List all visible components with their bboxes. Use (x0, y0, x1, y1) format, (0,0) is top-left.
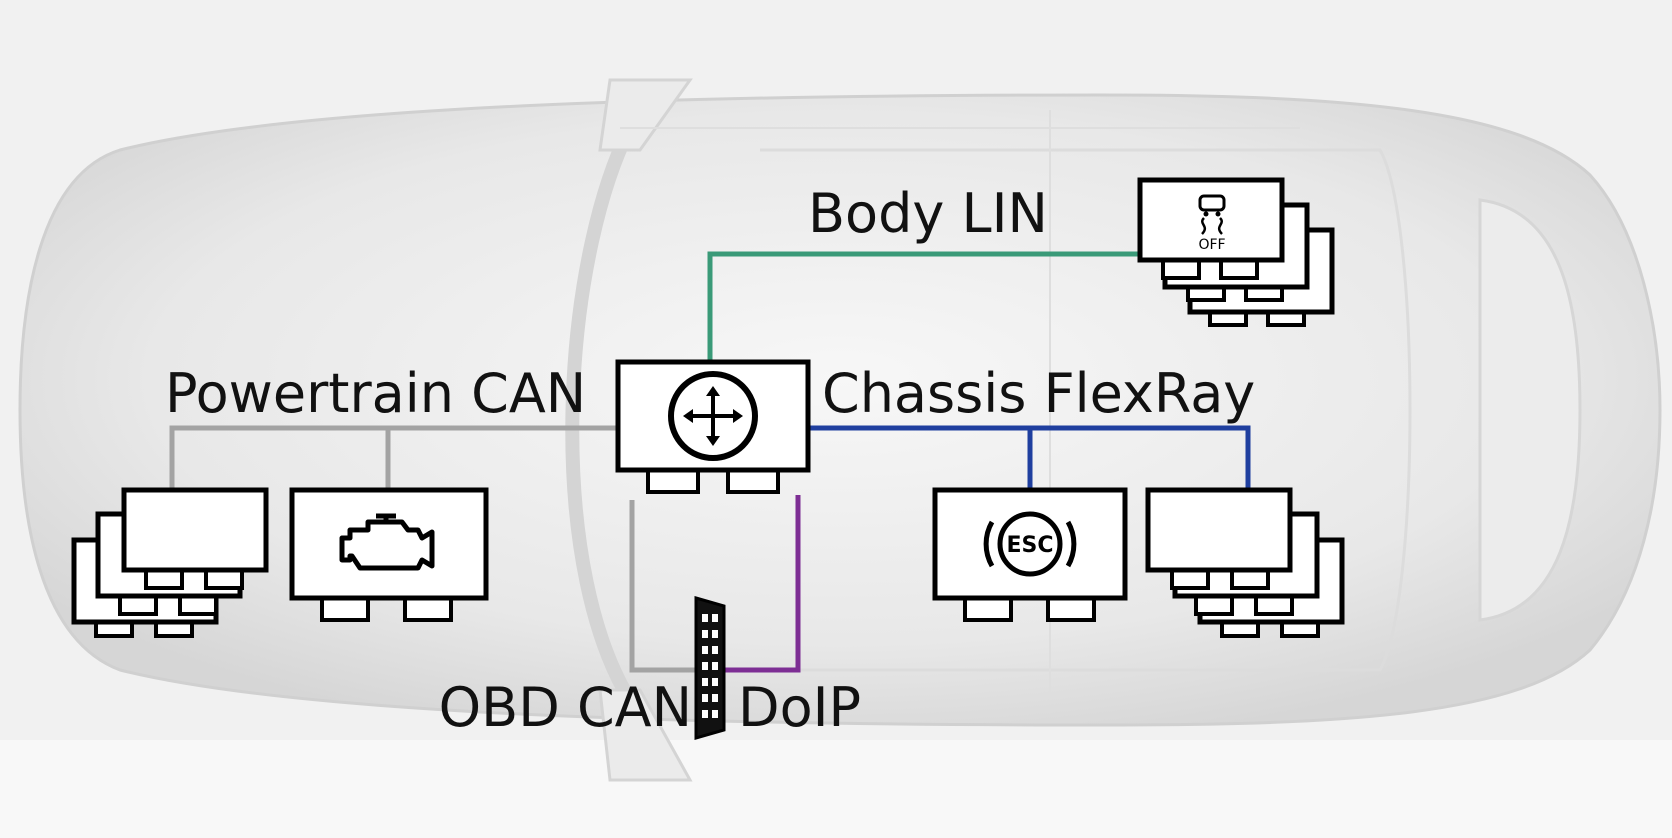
traction-off-text: OFF (1198, 237, 1225, 253)
gateway-router-icon (668, 371, 758, 461)
obd-connector-icon (694, 596, 726, 740)
obd-can-label: OBD CAN (439, 676, 692, 739)
body-ecu-stack: OFF (1137, 177, 1335, 327)
gateway-ecu (615, 359, 811, 494)
chassis-flexray-line (808, 425, 1251, 490)
chassis-flexray-label: Chassis FlexRay (822, 362, 1255, 425)
esc-icon: ESC (983, 511, 1077, 577)
obd-can-line (629, 500, 700, 673)
engine-ecu (289, 487, 489, 622)
doip-label: DoIP (738, 676, 861, 739)
body-lin-line (707, 251, 1142, 365)
chassis-ecu-stack (1145, 487, 1345, 638)
powertrain-ecu-stack (71, 487, 269, 638)
body-lin-label: Body LIN (808, 182, 1048, 245)
powertrain-can-line (169, 425, 618, 490)
engine-icon (339, 513, 435, 571)
esc-text: ESC (1006, 533, 1053, 558)
traction-control-off-icon: OFF (1198, 194, 1226, 253)
doip-line (720, 495, 801, 673)
esc-ecu: ESC (932, 487, 1128, 622)
powertrain-can-label: Powertrain CAN (165, 362, 586, 425)
floor-band (0, 740, 1672, 838)
